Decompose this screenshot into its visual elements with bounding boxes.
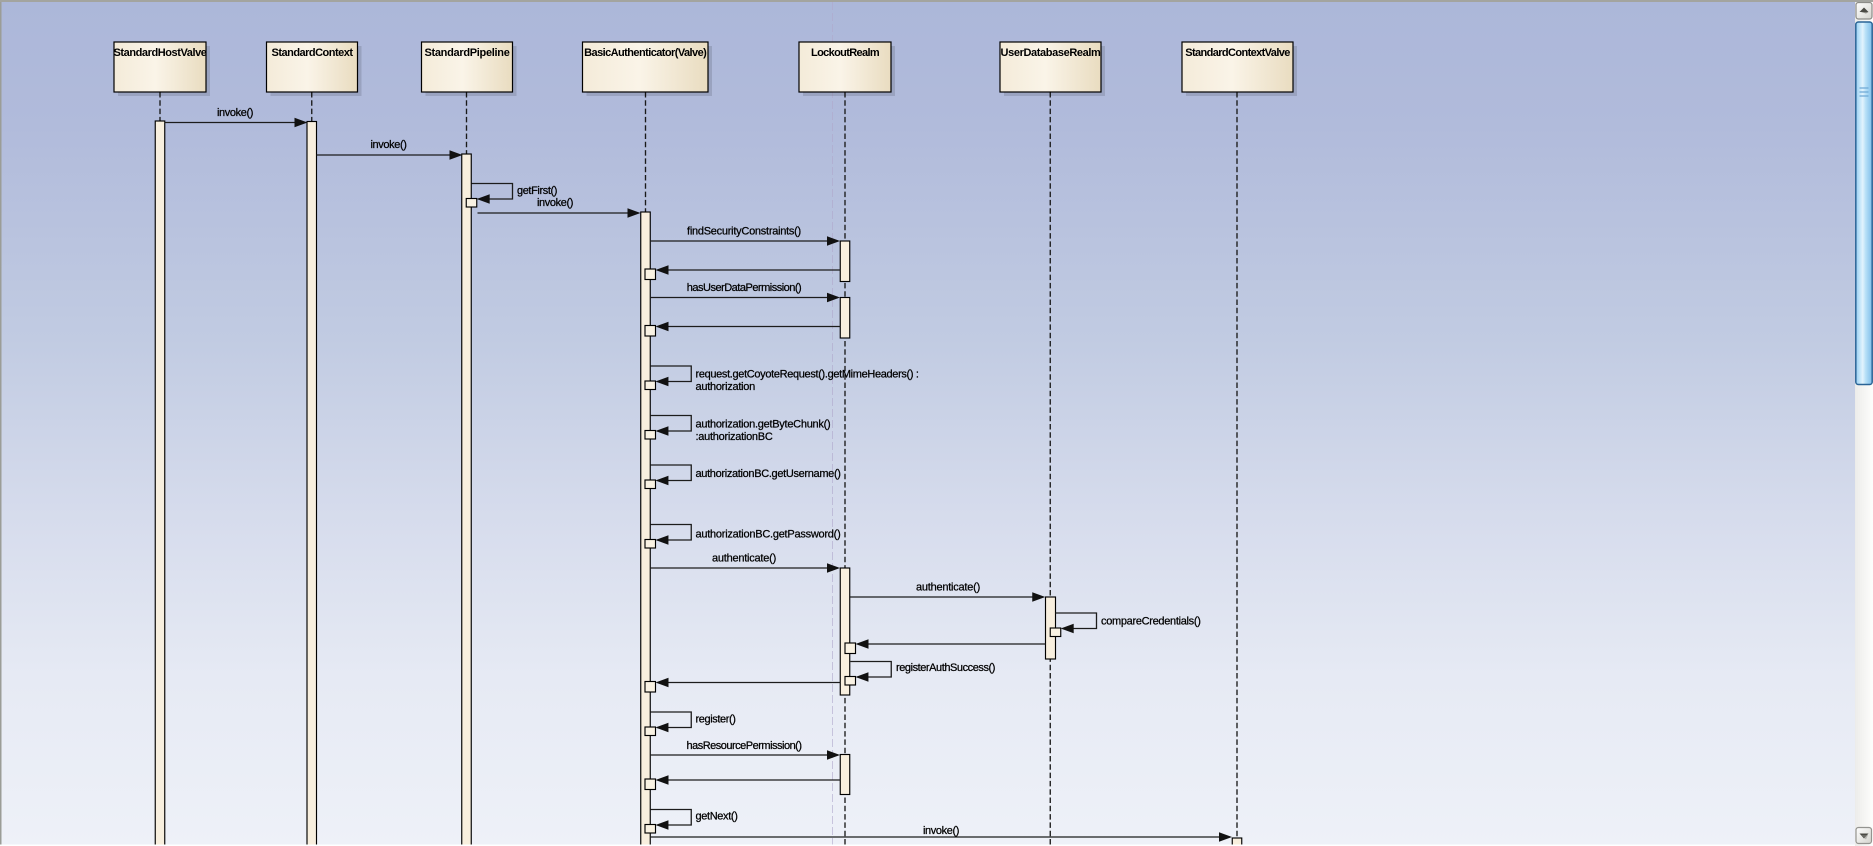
- svg-text:authorizationBC.getUsername(): authorizationBC.getUsername(): [696, 468, 841, 480]
- svg-text:authorization: authorization: [696, 381, 756, 393]
- svg-text:register(): register(): [696, 714, 736, 726]
- svg-text:StandardContextValve: StandardContextValve: [1185, 47, 1290, 59]
- svg-text:authenticate(): authenticate(): [712, 553, 776, 565]
- svg-text::authorizationBC: :authorizationBC: [696, 431, 773, 443]
- svg-text:hasResourcePermission(): hasResourcePermission(): [686, 740, 801, 752]
- svg-text:invoke(): invoke(): [217, 107, 253, 119]
- svg-text:findSecurityConstraints(): findSecurityConstraints(): [687, 226, 801, 238]
- svg-text:registerAuthSuccess(): registerAuthSuccess(): [896, 662, 995, 674]
- svg-text:hasUserDataPermission(): hasUserDataPermission(): [687, 282, 801, 294]
- svg-text:invoke(): invoke(): [370, 139, 406, 151]
- svg-text:LockoutRealm: LockoutRealm: [811, 47, 880, 59]
- svg-text:getFirst(): getFirst(): [517, 185, 557, 197]
- svg-text:authenticate(): authenticate(): [916, 582, 980, 594]
- svg-text:StandardPipeline: StandardPipeline: [424, 47, 509, 59]
- svg-text:StandardContext: StandardContext: [272, 47, 354, 59]
- svg-text:request.getCoyoteRequest().get: request.getCoyoteRequest().getMimeHeader…: [696, 369, 919, 381]
- svg-text:invoke(): invoke(): [923, 825, 959, 837]
- svg-text:compareCredentials(): compareCredentials(): [1101, 616, 1201, 628]
- svg-text:BasicAuthenticator(Valve): BasicAuthenticator(Valve): [584, 47, 707, 59]
- svg-text:StandardHostValve: StandardHostValve: [114, 47, 207, 59]
- svg-text:authorization.getByteChunk(): authorization.getByteChunk(): [696, 419, 831, 431]
- svg-text:authorizationBC.getPassword(): authorizationBC.getPassword(): [696, 529, 841, 541]
- svg-text:UserDatabaseRealm: UserDatabaseRealm: [1001, 47, 1102, 59]
- svg-text:invoke(): invoke(): [537, 197, 573, 209]
- svg-text:getNext(): getNext(): [696, 811, 738, 823]
